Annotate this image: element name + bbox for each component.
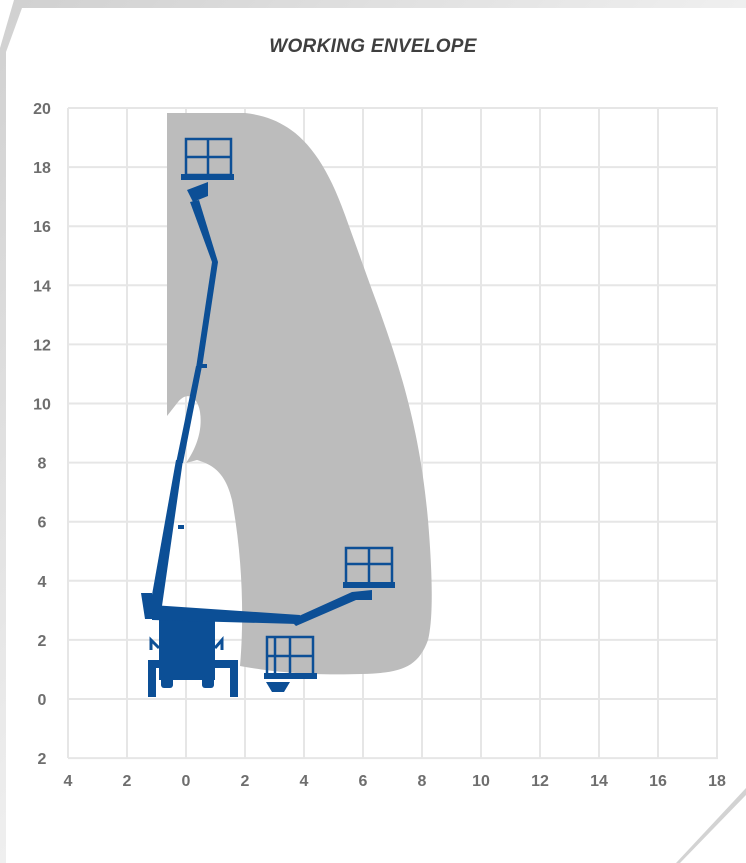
x-tick-label: 12 bbox=[531, 773, 549, 790]
y-tick-label: 12 bbox=[33, 337, 51, 354]
y-tick-label: 14 bbox=[33, 278, 51, 295]
y-tick-label: 16 bbox=[33, 219, 51, 236]
y-tick-label: 2 bbox=[38, 633, 47, 650]
y-tick-label: 4 bbox=[38, 574, 47, 591]
x-tick-label: 18 bbox=[708, 773, 726, 790]
platform-lower-floor bbox=[264, 673, 317, 679]
y-tick-label: 8 bbox=[38, 456, 47, 473]
top-jib-head bbox=[187, 182, 208, 202]
y-tick-label: 10 bbox=[33, 397, 51, 414]
y-tick-label: 0 bbox=[38, 692, 47, 709]
jib-arm bbox=[290, 590, 372, 626]
working-envelope-area bbox=[167, 113, 432, 675]
x-tick-label: 2 bbox=[241, 773, 250, 790]
main-boom bbox=[150, 460, 183, 606]
aerial-platform bbox=[141, 137, 395, 697]
x-tick-label: 4 bbox=[64, 773, 73, 790]
y-tick-label: 18 bbox=[33, 160, 51, 177]
y-tick-label: 6 bbox=[38, 515, 47, 532]
top-jib bbox=[190, 200, 218, 262]
horizontal-boom bbox=[152, 605, 300, 624]
x-axis-ticks: 4 2 0 2 4 6 8 10 12 14 16 18 bbox=[64, 773, 726, 790]
x-tick-label: 6 bbox=[359, 773, 368, 790]
x-tick-label: 4 bbox=[300, 773, 309, 790]
x-tick-label: 14 bbox=[590, 773, 608, 790]
platform-lower-basket bbox=[266, 682, 290, 692]
boom-pin-2 bbox=[199, 364, 207, 368]
x-tick-label: 16 bbox=[649, 773, 667, 790]
platform-right-floor bbox=[343, 582, 395, 588]
x-tick-label: 8 bbox=[418, 773, 427, 790]
left-wheel bbox=[148, 660, 156, 697]
page-title: WORKING ENVELOPE bbox=[269, 36, 477, 57]
wheel-hub-right bbox=[202, 676, 214, 688]
y-tick-label: 2 bbox=[38, 751, 47, 768]
right-wheel bbox=[230, 660, 238, 697]
chassis-axle bbox=[149, 660, 237, 668]
upper-boom bbox=[176, 366, 202, 463]
x-tick-label: 2 bbox=[123, 773, 132, 790]
outrigger-left bbox=[149, 636, 161, 650]
platform-top-floor bbox=[181, 174, 234, 180]
boom-pin-1 bbox=[178, 525, 184, 529]
x-tick-label: 10 bbox=[472, 773, 490, 790]
fly-boom bbox=[196, 262, 218, 368]
y-tick-label: 20 bbox=[33, 101, 51, 118]
x-tick-label: 0 bbox=[182, 773, 191, 790]
chassis-body bbox=[159, 612, 215, 680]
wheel-hub-left bbox=[161, 676, 173, 688]
outrigger-right bbox=[213, 636, 224, 650]
